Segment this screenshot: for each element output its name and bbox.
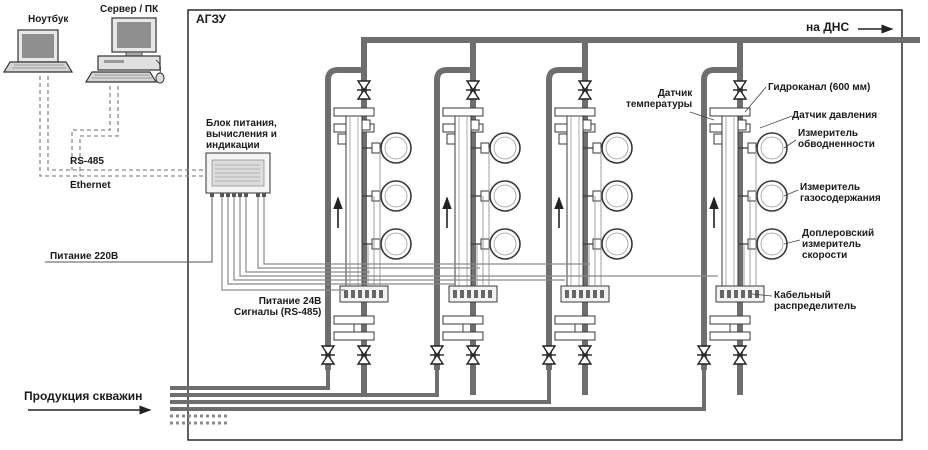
temperature-sensor-icon [337, 133, 347, 145]
collector-pipe [361, 37, 920, 70]
agzu-frame [187, 9, 903, 441]
comm-lines [39, 76, 204, 177]
valve-bottom-left [320, 345, 336, 365]
temp-sensor-label: Датчик температуры [626, 88, 693, 110]
power-220-label: Питание 220В [50, 251, 119, 262]
valve-bottom-right [732, 345, 748, 365]
measurement-column [320, 40, 412, 395]
valve-bottom-right [465, 345, 481, 365]
server-pc-icon [84, 17, 165, 84]
cable-distributor-icon [339, 285, 389, 303]
pressure-sensor-label: Датчик давления [792, 110, 878, 121]
doppler-meter-icon [471, 228, 521, 260]
temperature-sensor-icon [446, 133, 456, 145]
valve-bottom-left [429, 345, 445, 365]
agzu-title: АГЗУ [196, 12, 226, 26]
gas-meter-icon [471, 180, 521, 212]
cable-distributor-icon [715, 285, 765, 303]
cable-distributor-icon [560, 285, 610, 303]
temperature-sensor-icon [558, 133, 568, 145]
inlet-dotted [170, 414, 230, 425]
valve-top [465, 80, 481, 100]
power-220-line [45, 196, 213, 263]
valve-top [732, 80, 748, 100]
inlet-pipes [170, 370, 706, 411]
measurement-column [696, 40, 788, 395]
pressure-sensor-icon [361, 119, 371, 131]
gas-meter-icon [583, 180, 633, 212]
pressure-sensor-icon [470, 119, 480, 131]
water-meter-label: Измеритель обводненности [798, 128, 875, 150]
measurement-column [541, 40, 633, 395]
valve-bottom-right [356, 345, 372, 365]
hydrochannel-label: Гидроканал (600 мм) [768, 82, 871, 93]
temperature-sensor-icon [713, 133, 723, 145]
gas-meter-icon [738, 180, 788, 212]
gas-meter-icon [362, 180, 412, 212]
valve-bottom-right [577, 345, 593, 365]
doppler-meter-icon [583, 228, 633, 260]
rs485-label: RS-485 [70, 156, 104, 167]
ethernet-label: Ethernet [70, 180, 111, 191]
valve-top [577, 80, 593, 100]
power-unit-label: Блок питания, вычисления и индикации [206, 118, 277, 151]
notebook-label: Ноутбук [28, 14, 69, 25]
doppler-meter-icon [738, 228, 788, 260]
water-meter-icon [471, 132, 521, 164]
water-meter-icon [362, 132, 412, 164]
gas-meter-label: Измеритель газосодержания [800, 182, 881, 204]
power-unit-box [205, 152, 271, 197]
well-products-label: Продукция скважин [24, 389, 143, 403]
server-label: Сервер / ПК [100, 4, 159, 15]
notebook-icon [2, 29, 74, 73]
to-dns-label: на ДНС [806, 20, 850, 34]
signal-cables [221, 196, 718, 291]
valve-bottom-left [541, 345, 557, 365]
water-meter-icon [738, 132, 788, 164]
leader-lines [689, 86, 801, 297]
valve-top [356, 80, 372, 100]
measurement-column [429, 40, 521, 395]
pressure-sensor-icon [737, 119, 747, 131]
cable-distributor-label: Кабельный распределитель [774, 290, 857, 312]
pressure-sensor-icon [582, 119, 592, 131]
valve-bottom-left [696, 345, 712, 365]
power-24-label: Питание 24В Сигналы (RS-485) [234, 296, 322, 318]
doppler-meter-icon [362, 228, 412, 260]
water-meter-icon [583, 132, 633, 164]
doppler-meter-label: Доплеровский измеритель скорости [802, 228, 875, 261]
cable-distributor-icon [448, 285, 498, 303]
